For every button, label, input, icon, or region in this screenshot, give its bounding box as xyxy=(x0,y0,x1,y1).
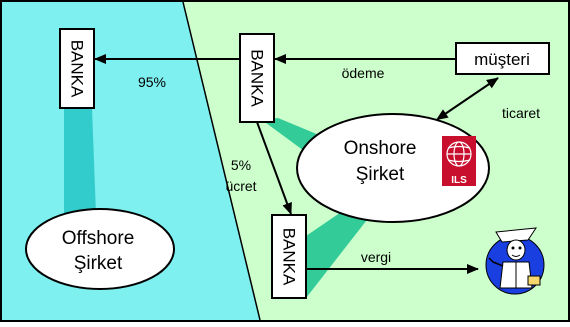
offshore-label-line2: Şirket xyxy=(74,253,123,274)
percent-95-label: 95% xyxy=(138,74,166,90)
customer-box xyxy=(455,42,550,75)
trade-arrow xyxy=(435,77,499,121)
offshore-label-line1: Offshore xyxy=(62,228,135,249)
onshore-company-ellipse xyxy=(296,113,490,223)
onshore-band-lower xyxy=(306,206,370,298)
bank-left: BANKA xyxy=(59,28,95,109)
offshore-company-ellipse xyxy=(25,208,175,290)
region-divider xyxy=(182,1,261,321)
bank-bottom: BANKA xyxy=(271,214,307,299)
tax-label: vergi xyxy=(361,249,391,265)
globe-icon xyxy=(446,141,472,167)
customer-label: müşteri xyxy=(474,50,530,69)
logo-text: ILS xyxy=(451,175,467,186)
payment-label: ödeme xyxy=(342,65,385,81)
offshore-band xyxy=(64,108,96,214)
onshore-label-line1: Onshore xyxy=(344,138,417,159)
bank-center: BANKA xyxy=(239,33,275,123)
ils-logo: ILS xyxy=(442,136,476,186)
fee-percent-label: 5% xyxy=(231,157,251,173)
onshore-label-line2: Şirket xyxy=(356,164,405,185)
fee-arrow xyxy=(256,121,292,215)
fee-label: ücret xyxy=(225,178,256,194)
bank-bottom-label: BANKA xyxy=(280,228,299,286)
tax-official-icon xyxy=(485,227,545,295)
bank-center-label: BANKA xyxy=(248,49,267,107)
bank-left-label: BANKA xyxy=(68,40,87,98)
trade-label: ticaret xyxy=(502,105,540,121)
